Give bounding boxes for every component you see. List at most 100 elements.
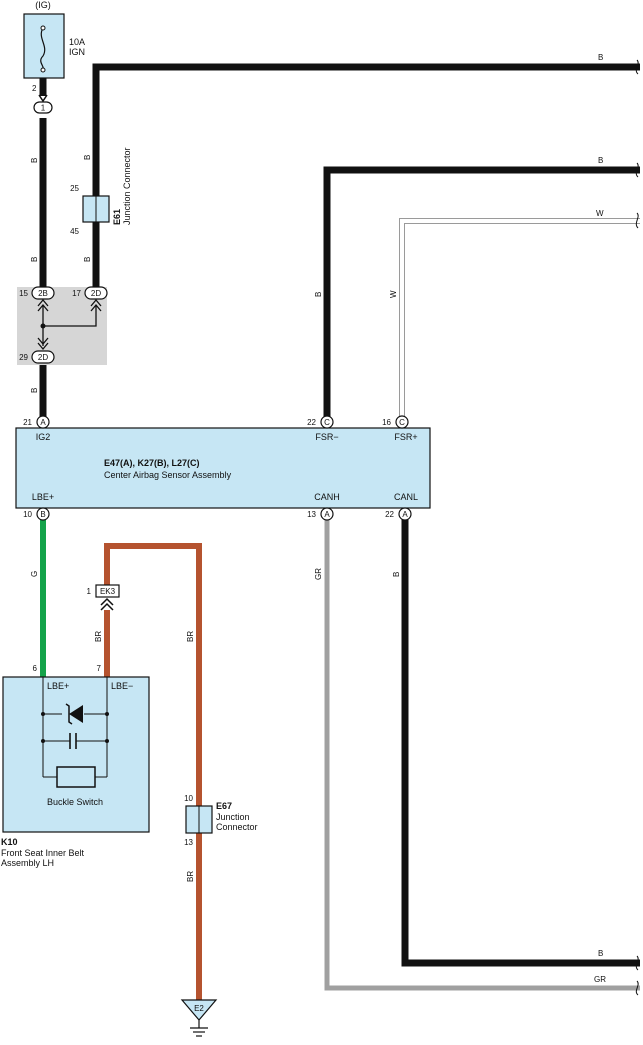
buckle-name-line1: Front Seat Inner Belt — [1, 848, 85, 858]
wire-label-vert-b7: B — [392, 572, 401, 577]
joint-node — [40, 323, 46, 329]
buckle-node-4 — [105, 739, 109, 743]
connector-ek3-label: EK3 — [100, 587, 116, 596]
wire-label-vert-br3: BR — [186, 871, 195, 882]
ecu-fsr-minus-label: FSR− — [315, 432, 338, 442]
ek3-arrows — [100, 597, 114, 611]
ecu-terminal-fsr-plus-conn: C — [399, 418, 405, 427]
wire-label-canh-gr: GR — [594, 975, 606, 984]
ecu-terminal-lbe-plus — [36, 507, 50, 521]
connector-2d-bottom — [31, 350, 55, 364]
break-marks — [635, 59, 639, 996]
buckle-name-line2: Assembly LH — [1, 858, 54, 868]
e61-code: E61 — [112, 209, 122, 225]
fuse-out-pin: 2 — [32, 84, 37, 93]
buckle-switch-label: Buckle Switch — [47, 797, 103, 807]
wire-label-vert-b5: B — [30, 388, 39, 393]
e67-name-line1: Junction — [216, 812, 250, 822]
buckle-code: K10 — [1, 837, 18, 847]
ecu-terminal-canh — [320, 507, 334, 521]
wire-label-vert-b6: B — [314, 292, 323, 297]
ecu-terminal-fsr-minus-conn: C — [324, 418, 330, 427]
ecu-terminal-canl — [398, 507, 412, 521]
wire-top-b-feed — [92, 63, 640, 196]
e61-pin-in: 25 — [70, 184, 79, 193]
buckle-node-3 — [41, 739, 45, 743]
buckle-pin-7: 7 — [97, 664, 102, 673]
buckle-switch-icon — [56, 766, 96, 788]
ecu-canl-label: CANL — [394, 492, 418, 502]
black-wires — [39, 63, 640, 967]
buckle-node-2 — [105, 712, 109, 716]
ecu-terminal-lbe-plus-num: 10 — [23, 510, 32, 519]
e67-pin-out: 13 — [184, 838, 193, 847]
ground-label: E2 — [194, 1004, 204, 1013]
brown-wires — [104, 543, 202, 1000]
wire-label-vert-b3: B — [83, 257, 92, 262]
fuse-name: IGN — [69, 47, 85, 57]
buckle-internal-circuit — [42, 677, 108, 778]
ecu-codes: E47(A), K27(B), L27(C) — [104, 458, 200, 468]
zener-diode-bar — [65, 703, 73, 725]
arrow-into-c1 — [38, 94, 48, 103]
wire-label-vert-br1: BR — [94, 631, 103, 642]
wire-brown-loop — [104, 543, 202, 806]
connector-2d-bottom-label: 2D — [38, 353, 48, 362]
buckle-pin-6: 6 — [33, 664, 38, 673]
ecu-terminal-fsr-minus — [320, 415, 334, 429]
e67-pin-in: 10 — [184, 794, 193, 803]
wire-label-top-b: B — [598, 53, 603, 62]
wire-label-canl-b: B — [598, 949, 603, 958]
wire-fsr-minus-feed — [323, 166, 640, 418]
wire-canh-feed — [324, 520, 640, 991]
zener-diode-icon — [69, 705, 83, 723]
fuse-terminal-top — [40, 25, 46, 31]
ecu-terminal-ig2-num: 21 — [23, 418, 32, 427]
ground-icon — [190, 1020, 208, 1037]
fuse-circuit-label: (IG) — [35, 0, 51, 10]
wire-label-vert-b4: B — [30, 257, 39, 262]
wire-canl-feed — [401, 516, 640, 967]
fuse-terminal-bottom — [40, 67, 46, 73]
ecu-name: Center Airbag Sensor Assembly — [104, 470, 232, 480]
connector-2d-num: 17 — [72, 289, 81, 298]
wire-label-vert-br2: BR — [186, 631, 195, 642]
connector-2d-bottom-num: 29 — [19, 353, 28, 362]
connector-2b-label: 2B — [38, 289, 48, 298]
buckle-lbe-plus-label: LBE+ — [47, 681, 69, 691]
wire-fsr-plus-inner — [400, 219, 640, 418]
e61-pin-out: 45 — [70, 227, 79, 236]
connector-ek3-num: 1 — [87, 587, 92, 596]
ecu-terminal-lbe-plus-conn: B — [40, 510, 45, 519]
wire-label-fsr-plus-w: W — [596, 209, 604, 218]
connector-1-label: 1 — [41, 104, 46, 113]
ecu-canh-label: CANH — [314, 492, 340, 502]
e67-name-line2: Connector — [216, 822, 258, 832]
ecu-terminal-canh-num: 13 — [307, 510, 316, 519]
wire-label-vert-w: W — [389, 290, 398, 298]
wire-label-vert-g: G — [30, 571, 39, 577]
ecu-terminal-ig2 — [36, 415, 50, 429]
buckle-lbe-minus-label: LBE− — [111, 681, 133, 691]
e67-code: E67 — [216, 801, 232, 811]
ecu-terminal-fsr-plus-num: 16 — [382, 418, 391, 427]
wire-fsr-plus-outer — [399, 218, 640, 418]
connector-2b-num: 15 — [19, 289, 28, 298]
connector-2d-label: 2D — [91, 289, 101, 298]
e61-name: Junction Connector — [122, 147, 132, 225]
buckle-node-1 — [41, 712, 45, 716]
center-airbag-sensor-box — [15, 427, 431, 509]
ecu-terminal-canh-conn: A — [324, 510, 330, 519]
wire-label-vert-b2: B — [83, 155, 92, 160]
ecu-terminal-canl-conn: A — [402, 510, 408, 519]
ecu-fsr-plus-label: FSR+ — [394, 432, 417, 442]
ecu-lbe-plus-label: LBE+ — [32, 492, 54, 502]
ecu-terminal-ig2-conn: A — [40, 418, 46, 427]
ecu-terminal-fsr-minus-num: 22 — [307, 418, 316, 427]
wire-label-vert-gr: GR — [314, 568, 323, 580]
ecu-terminal-canl-num: 22 — [385, 510, 394, 519]
fuse-icon — [40, 27, 46, 71]
fuse-rating: 10A — [69, 37, 85, 47]
buckle-assembly-box — [2, 676, 150, 833]
